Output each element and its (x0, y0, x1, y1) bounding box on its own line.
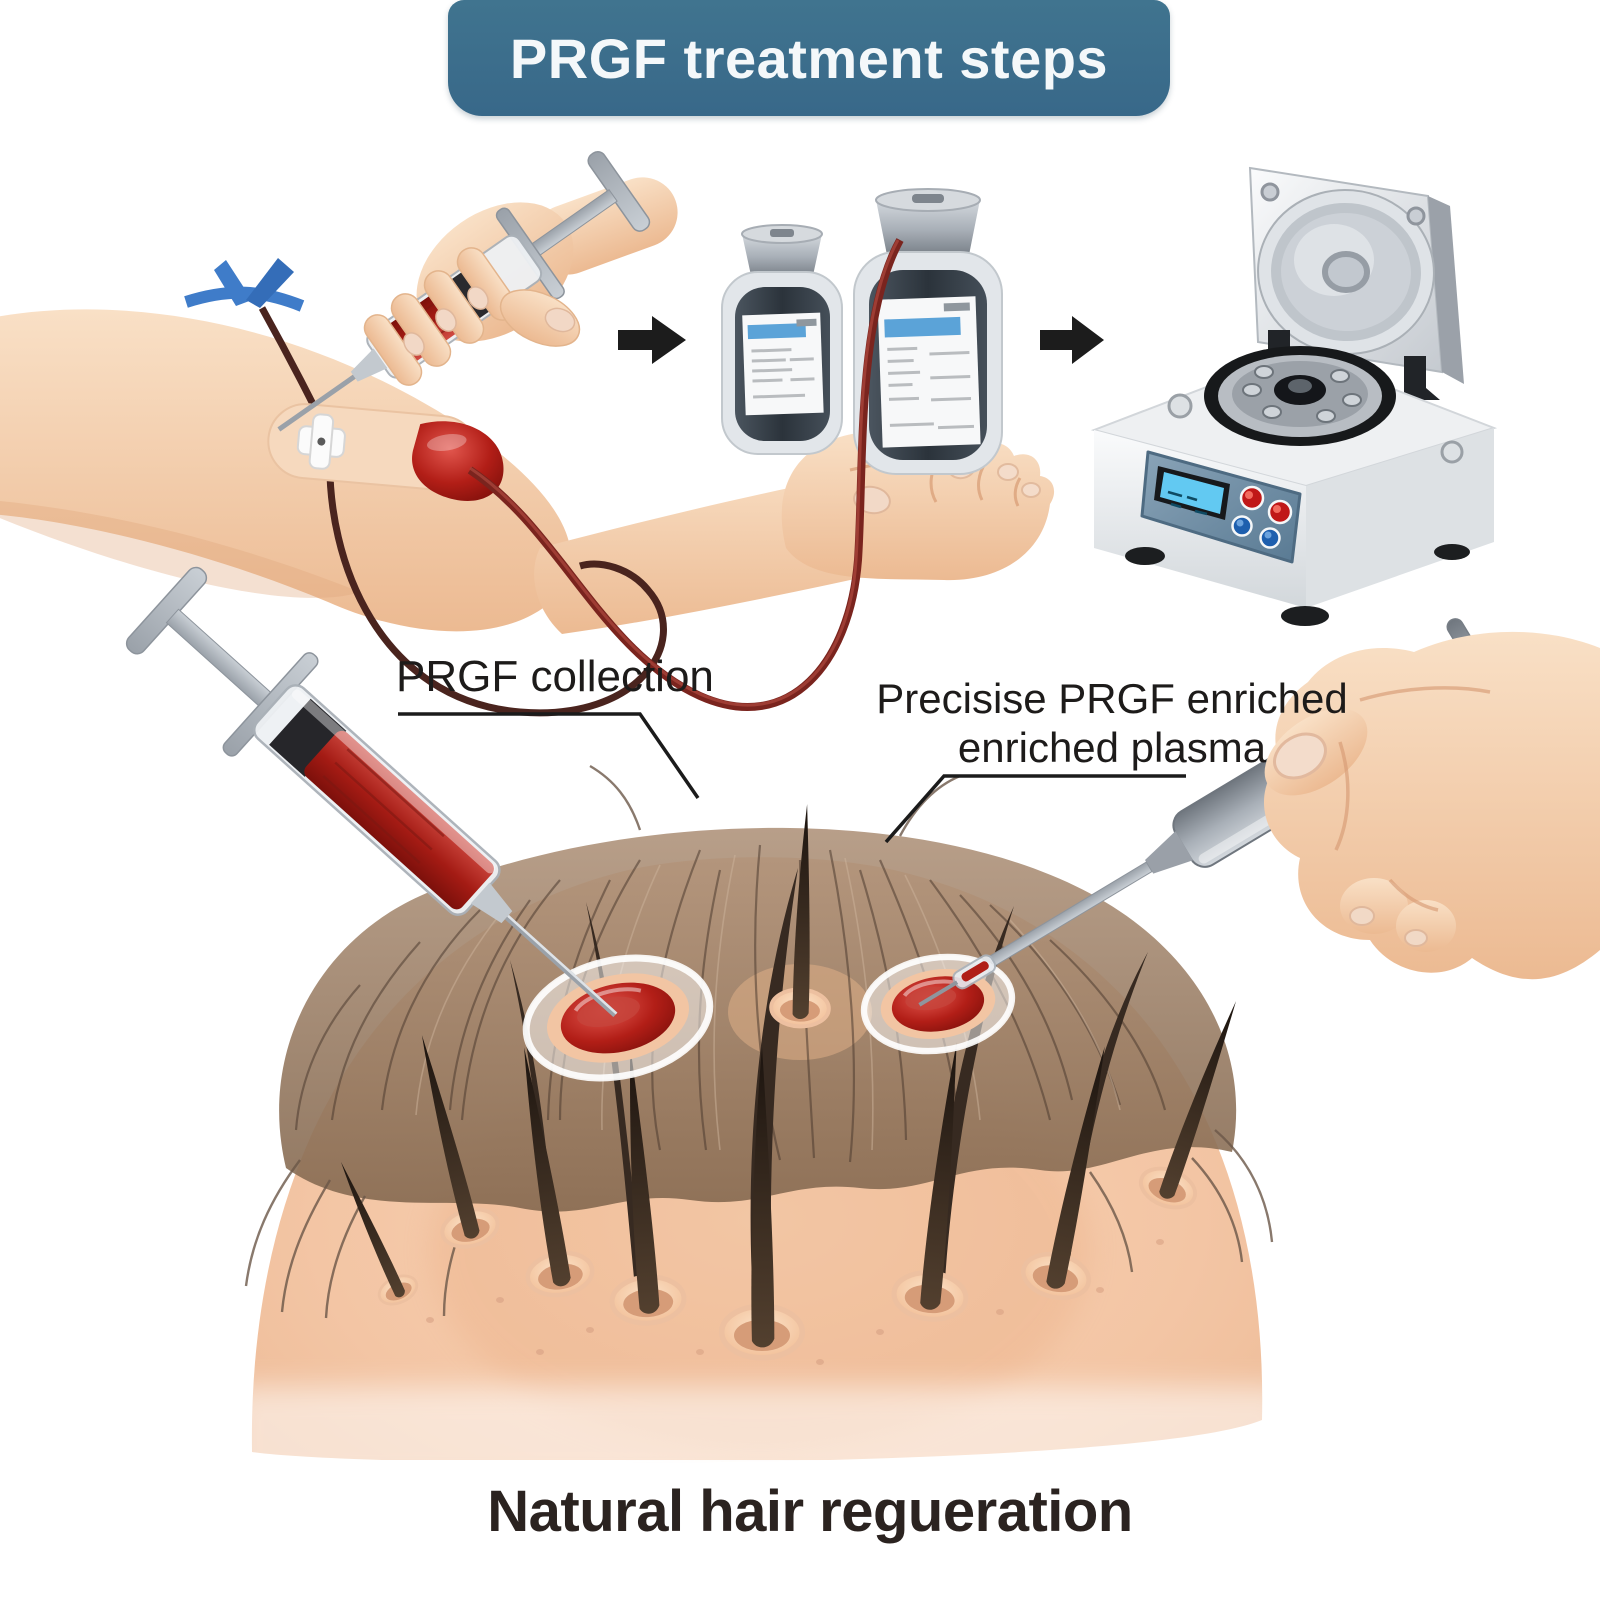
tourniquet-band (184, 258, 305, 312)
collection-vial-small (721, 224, 843, 455)
centrifuge-machine (1090, 166, 1498, 626)
callout-line-collection (398, 712, 700, 799)
injection-site-left (522, 954, 714, 1082)
step1-blood-draw-illustration (0, 150, 1055, 717)
centrifuge-button-blue-2 (1259, 527, 1281, 549)
title-banner: PRGF treatment steps (448, 0, 1170, 116)
centrifuge-lid (1248, 166, 1464, 384)
caption-text: Natural hair regueration (487, 1479, 1133, 1544)
iv-tube-loop (326, 451, 667, 717)
pore-speckles (426, 1239, 1164, 1365)
page-title: PRGF treatment steps (509, 26, 1109, 90)
adhesive-bandage (267, 403, 504, 501)
centrifuge-button-red-2 (1267, 499, 1293, 525)
centrifuge-control-panel (1140, 450, 1302, 564)
centrifuge-button-blue-1 (1231, 515, 1253, 537)
injector-hand (1263, 631, 1600, 980)
callout-enriched-plasma: Precisise PRGF enriched enriched plasma (872, 674, 1352, 772)
collection-vial-large (853, 188, 1003, 475)
centrifuge-rotor (1204, 346, 1396, 446)
centrifuge-screen (1160, 472, 1224, 514)
arrow-right-icon-2 (1040, 316, 1104, 364)
callout-enriched-plasma-line1: Precisise PRGF enriched (876, 675, 1348, 722)
callout-enriched-plasma-line2: enriched plasma (957, 724, 1267, 771)
lid-hinge-right (1404, 356, 1440, 400)
gripping-fingers (363, 247, 581, 386)
centrifuge-button-red-1 (1239, 485, 1265, 511)
tube-connector (296, 413, 346, 470)
vial-label-large (877, 296, 981, 448)
vial-label (742, 312, 824, 416)
callout-prgf-collection-text: PRGF collection (396, 652, 714, 701)
callout-prgf-collection: PRGF collection (396, 652, 714, 702)
scalp-illustration (230, 764, 1290, 1600)
callout-line-plasma (884, 774, 1186, 844)
arrow-right-icon (618, 316, 686, 364)
prgf-syringe-icon (125, 566, 618, 1018)
